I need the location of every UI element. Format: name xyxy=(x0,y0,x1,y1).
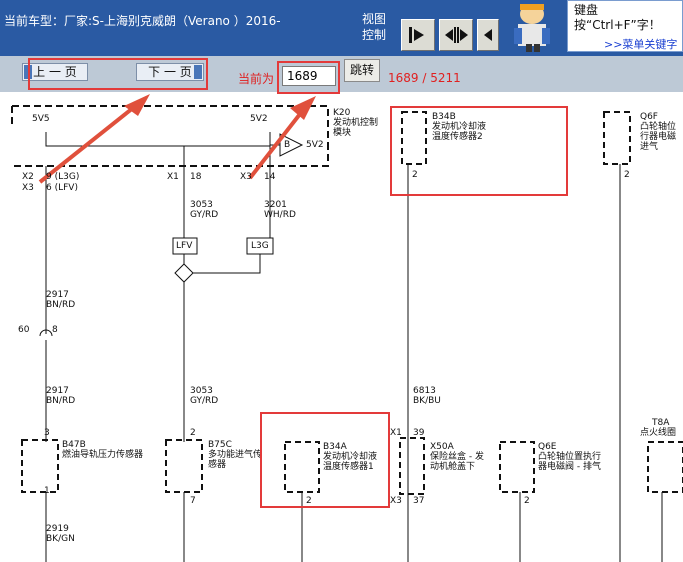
wire-3201: 3201 xyxy=(264,200,287,210)
q6f-name: 凸轮轴位行器电磁进气 xyxy=(640,122,677,152)
k20-code: K20 xyxy=(333,108,351,118)
conn-x3-c: X3 xyxy=(390,496,402,506)
highlight-page-input xyxy=(277,61,340,94)
b34b-name: 发动机冷却液温度传感器2 xyxy=(432,122,487,142)
highlight-b34b xyxy=(390,106,568,196)
b34a-name: 发动机冷却液温度传感器1 xyxy=(323,452,378,472)
highlight-page-buttons xyxy=(28,58,208,90)
buffer-b-label: B xyxy=(284,140,291,150)
wire-3053: 3053 xyxy=(190,200,213,210)
search-tip: 键盘按“Ctrl+F”字！ >>菜单关键字 xyxy=(567,0,683,52)
lfv-option: LFV xyxy=(176,241,193,251)
q6f-code: Q6F xyxy=(640,112,658,122)
view-control-label: 视图 控制 xyxy=(362,11,398,43)
fit-view-button[interactable] xyxy=(439,19,473,51)
b47b-pin-bottom: 1 xyxy=(44,486,50,496)
b47b-code: B47B xyxy=(62,440,86,450)
q6f-pin: 2 xyxy=(624,170,630,180)
q6e-code: Q6E xyxy=(538,442,557,452)
x50a-name: 保险丝盒 - 发动机舱盖下 xyxy=(430,452,484,472)
wire-2917-b: 2917 xyxy=(46,386,69,396)
k20-name: 发动机控制模块 xyxy=(333,118,379,138)
chevron-right-icon xyxy=(194,65,202,79)
vehicle-title: 当前车型：厂家:S-上海别克威朗（Verano ）2016- xyxy=(4,14,281,28)
b34b-code: B34B xyxy=(432,112,456,122)
jump-button[interactable]: 跳转 xyxy=(344,59,380,82)
conn-x3-b: X3 xyxy=(240,172,252,182)
t8a-name: 点火线圈 xyxy=(640,428,677,438)
q6e-name: 凸轮轴位置执行器电磁阀 - 排气 xyxy=(538,452,602,472)
wire-2919: 2919 xyxy=(46,524,69,534)
tip-text: 键盘按“Ctrl+F”字！ xyxy=(574,3,661,32)
l3g-option: L3G xyxy=(251,241,269,251)
pin-9-l3g: 9 (L3G) xyxy=(46,172,80,182)
page-nav-bar: 上 一 页 下 一 页 当前为 xyxy=(0,56,683,92)
wire-3053-b: 3053 xyxy=(190,386,213,396)
pin-37: 37 xyxy=(413,496,425,506)
splice-60: 60 xyxy=(18,325,30,335)
buffer-out-label: 5V2 xyxy=(306,140,324,150)
b34a-code: B34A xyxy=(323,442,347,452)
expand-horizontal-icon xyxy=(445,27,468,43)
b75c-pin-top: 2 xyxy=(190,428,196,438)
x50a-code: X50A xyxy=(430,442,454,452)
b47b-pin-top: 3 xyxy=(44,428,50,438)
mascot-icon xyxy=(500,0,566,52)
wiring-diagram: K20 发动机控制模块 5V5 5V2 B 5V2 X2 X3 9 (L3G) … xyxy=(0,92,683,562)
current-page-label: 当前为 xyxy=(238,72,275,86)
wire-3053-b-color: GY/RD xyxy=(190,396,219,406)
page-number-input[interactable] xyxy=(282,66,336,86)
title-bar: 当前车型：厂家:S-上海别克威朗（Verano ）2016- 视图 控制 键盘按… xyxy=(0,0,683,56)
wire-2917: 2917 xyxy=(46,290,69,300)
wire-2917-b-color: BN/RD xyxy=(46,396,76,406)
wire-2919-color: BK/GN xyxy=(46,534,75,544)
label-5v5: 5V5 xyxy=(32,114,50,124)
conn-x2: X2 xyxy=(22,172,34,182)
t8a-code: T8A xyxy=(652,418,670,428)
pin-6-lfv: 6 (LFV) xyxy=(46,183,78,193)
arrow-right-bar-icon xyxy=(409,27,424,43)
q6e-pin: 2 xyxy=(524,496,530,506)
wiring-lines xyxy=(11,94,683,562)
b34a-pin: 2 xyxy=(306,496,312,506)
splice-8: 8 xyxy=(52,325,58,335)
pin-14: 14 xyxy=(264,172,276,182)
wire-2917-color: BN/RD xyxy=(46,300,76,310)
b47b-name: 燃油导轨压力传感器 xyxy=(62,450,144,460)
next-page-button[interactable]: 下 一 页 xyxy=(136,63,204,81)
wire-3201-color: WH/RD xyxy=(264,210,296,220)
arrow-left-bar-icon xyxy=(484,29,492,41)
view-label-line2: 控制 xyxy=(362,28,387,42)
view-label-line1: 视图 xyxy=(362,12,387,26)
conn-x1-b: X1 xyxy=(390,428,402,438)
keyword-menu-link[interactable]: >>菜单关键字 xyxy=(604,38,678,51)
wire-6813-color: BK/BU xyxy=(413,396,441,406)
page-count: 1689 / 5211 xyxy=(388,71,461,85)
highlight-b34a xyxy=(260,412,390,508)
b75c-name: 多功能进气传感器 xyxy=(208,450,263,470)
pin-18: 18 xyxy=(190,172,202,182)
b34b-pin: 2 xyxy=(412,170,418,180)
wire-3053-color: GY/RD xyxy=(190,210,219,220)
next-page-label: 下 一 页 xyxy=(148,65,192,79)
wire-6813: 6813 xyxy=(413,386,436,396)
b75c-pin-bottom: 7 xyxy=(190,496,196,506)
conn-x3-a: X3 xyxy=(22,183,34,193)
next-view-button[interactable] xyxy=(401,19,435,51)
pin-39: 39 xyxy=(413,428,425,438)
prev-page-label: 上 一 页 xyxy=(33,65,77,79)
label-5v2: 5V2 xyxy=(250,114,268,124)
b75c-code: B75C xyxy=(208,440,232,450)
prev-view-button[interactable] xyxy=(477,19,499,51)
conn-x1-a: X1 xyxy=(167,172,179,182)
prev-page-button[interactable]: 上 一 页 xyxy=(22,63,88,81)
